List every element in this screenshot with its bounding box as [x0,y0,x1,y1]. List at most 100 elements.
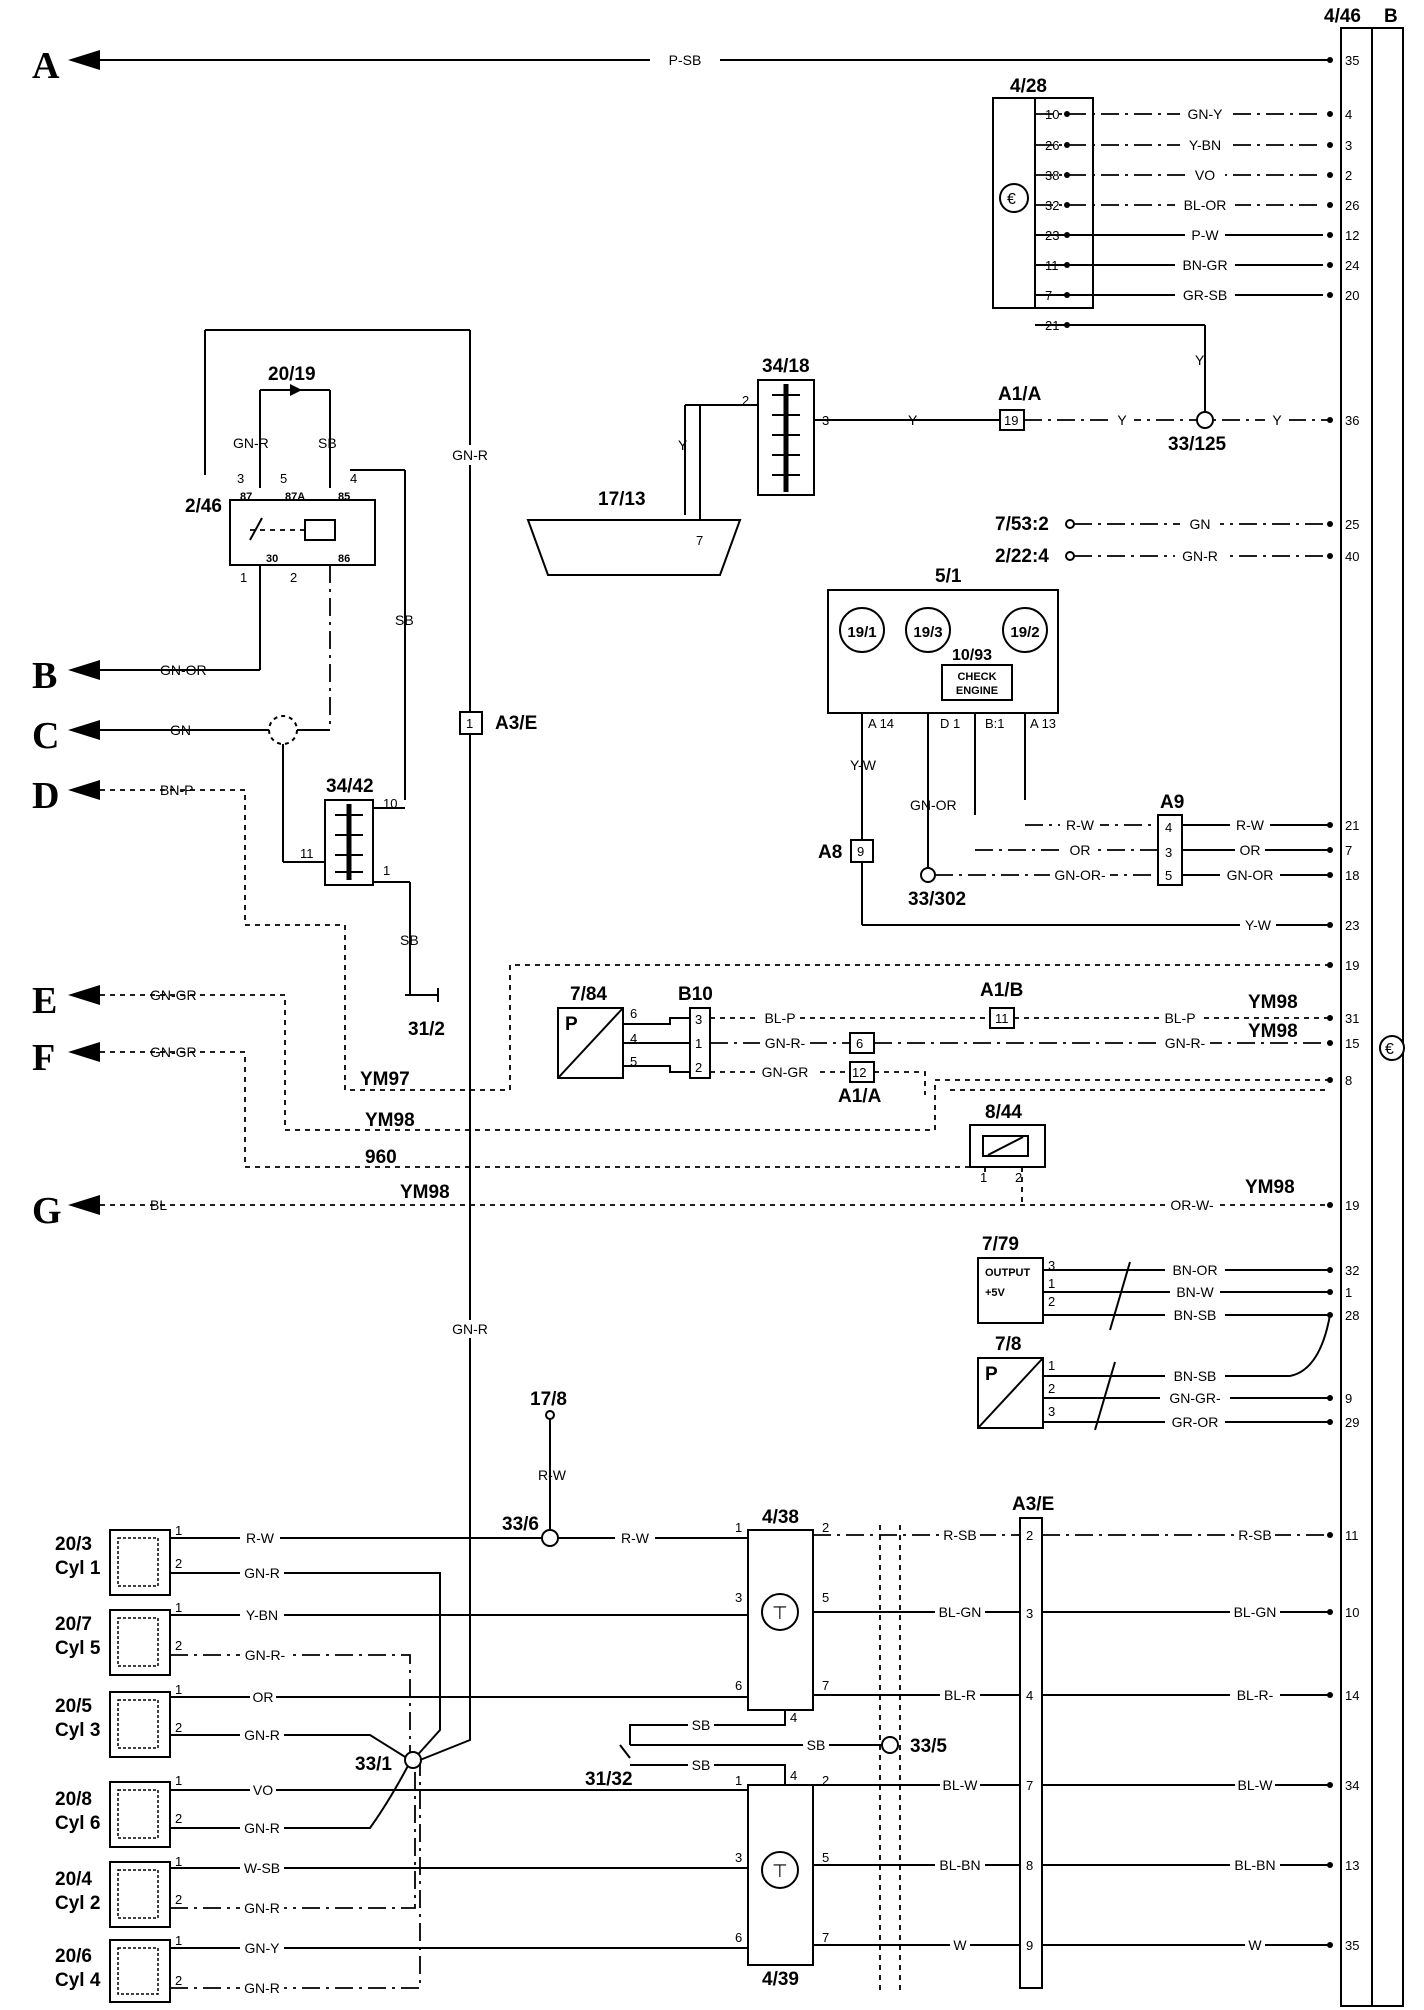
svg-text:6: 6 [735,1678,742,1693]
svg-text:1: 1 [695,1036,702,1051]
pin-label: 40 [1345,549,1359,564]
svg-text:W-SB: W-SB [244,1860,280,1876]
svg-text:7: 7 [1026,1778,1033,1793]
pin-dot [1327,417,1333,423]
svg-text:11: 11 [995,1011,1009,1026]
svg-text:2: 2 [175,1638,182,1653]
connector-A3E-bottom: A3/E 2 3 4 7 8 9 [1012,1494,1054,1989]
pin-dot [1327,292,1333,298]
pin-label: 36 [1345,413,1359,428]
pin-label: 23 [1045,228,1059,243]
svg-text:87A: 87A [285,491,305,503]
svg-text:Y-W: Y-W [850,757,877,773]
svg-text:9: 9 [857,844,864,859]
svg-text:B: B [1384,6,1398,27]
pin-dot [1327,232,1333,238]
svg-text:R-SB: R-SB [943,1527,976,1543]
svg-text:7/84: 7/84 [570,984,607,1005]
pin-dot [1327,1692,1333,1698]
svg-text:6: 6 [856,1036,863,1051]
arrow-F: F [32,1037,100,1079]
pin-label: 12 [1345,228,1359,243]
svg-text:12: 12 [852,1065,866,1080]
pin-label: 32 [1045,198,1059,213]
pin-dot [1327,872,1333,878]
svg-text:2: 2 [175,1892,182,1907]
svg-text:BL: BL [150,1197,167,1213]
svg-text:3: 3 [735,1850,742,1865]
svg-text:20/4: 20/4 [55,1869,92,1890]
svg-text:20/19: 20/19 [268,364,316,385]
svg-text:31/32: 31/32 [585,1769,633,1790]
svg-text:BL-P: BL-P [764,1010,795,1026]
svg-text:20/8: 20/8 [55,1789,92,1810]
pin-dot [1327,822,1333,828]
svg-text:5/1: 5/1 [935,566,962,587]
pin-dot [1064,142,1070,148]
svg-text:W: W [953,1937,967,1953]
svg-text:BN-SB: BN-SB [1174,1307,1217,1323]
svg-text:E: E [32,980,57,1022]
svg-text:1: 1 [175,1773,182,1788]
svg-text:GN-R-: GN-R- [1165,1035,1206,1051]
svg-text:YM97: YM97 [360,1069,410,1090]
svg-text:2: 2 [822,1520,829,1535]
svg-text:2/22:4: 2/22:4 [995,546,1049,567]
svg-text:4: 4 [350,471,357,486]
pin-dot [1327,1312,1333,1318]
svg-text:GR-OR: GR-OR [1172,1414,1219,1430]
svg-text:BN-OR: BN-OR [1172,1262,1217,1278]
svg-text:BL-GN: BL-GN [1234,1604,1277,1620]
arrows: A B C D E F G [32,45,100,1232]
svg-text:R-W: R-W [538,1467,567,1483]
svg-text:7: 7 [696,533,703,548]
svg-text:2: 2 [822,1773,829,1788]
cluster-5-1: 5/1 19/1 19/3 19/2 10/93 CHECK ENGINE A … [827,566,1059,910]
svg-text:C: C [32,715,59,757]
pin-label: 23 [1345,918,1359,933]
svg-text:2: 2 [175,1556,182,1571]
svg-text:4: 4 [1165,820,1172,835]
connector-17-13: 17/13 7 [526,405,742,576]
relay-2-46: GN-R 20/19 GN-R SB 2/46 3 5 87 87A 4 85 … [100,329,488,1505]
svg-text:R-W: R-W [246,1530,275,1546]
svg-text:1: 1 [1048,1358,1055,1373]
svg-text:6: 6 [735,1930,742,1945]
svg-text:F: F [32,1037,55,1079]
connector-34-42: 34/42 10 11 1 SB 31/2 [282,744,445,1040]
pin-label: 35 [1345,1938,1359,1953]
pin-label: 28 [1345,1308,1359,1323]
svg-text:1: 1 [175,1523,182,1538]
pin-label: 31 [1345,1011,1359,1026]
svg-text:1: 1 [240,570,247,585]
pin-dot [1327,1202,1333,1208]
svg-text:7: 7 [822,1930,829,1945]
pin-dot [1327,111,1333,117]
wire-labels-4-28: GN-Y Y-BN VO BL-OR P-W BN-GR GR-SB [1175,106,1235,303]
svg-text:SB: SB [395,612,414,628]
svg-text:YM98: YM98 [1248,992,1298,1013]
sensor-7-8: 7/8 P 1 2 3 BN-SB GN-GR- GR-OR [977,1314,1331,1431]
svg-text:5: 5 [280,471,287,486]
svg-text:3: 3 [1026,1606,1033,1621]
pin-label: 10 [1345,1605,1359,1620]
svg-text:Cyl 3: Cyl 3 [55,1720,100,1741]
svg-text:A3/E: A3/E [1012,1494,1054,1515]
svg-text:6: 6 [630,1006,637,1021]
pin-dot [1327,847,1333,853]
svg-text:A 14: A 14 [868,716,894,731]
svg-text:OR: OR [253,1689,274,1705]
svg-text:P-W: P-W [1191,227,1219,243]
output-wires: R-SB R-SB BL-GN BL-GN BL-R BL-R- BL-W BL… [813,1527,1330,1953]
coil-20-8: 20/8 Cyl 6 1 2 [55,1773,182,1848]
svg-text:YM98: YM98 [1245,1177,1295,1198]
svg-text:GN: GN [170,722,191,738]
svg-text:33/125: 33/125 [1168,434,1227,455]
svg-text:A1/A: A1/A [998,384,1042,405]
pin-dot [1064,322,1070,328]
coil-20-5: 20/5 Cyl 3 1 2 [55,1682,182,1758]
svg-text:20/3: 20/3 [55,1534,92,1555]
ground-wires: SB SB SB 33/5 31/32 [585,1525,947,1995]
svg-text:34/18: 34/18 [762,356,810,377]
svg-text:ENGINE: ENGINE [956,685,998,697]
